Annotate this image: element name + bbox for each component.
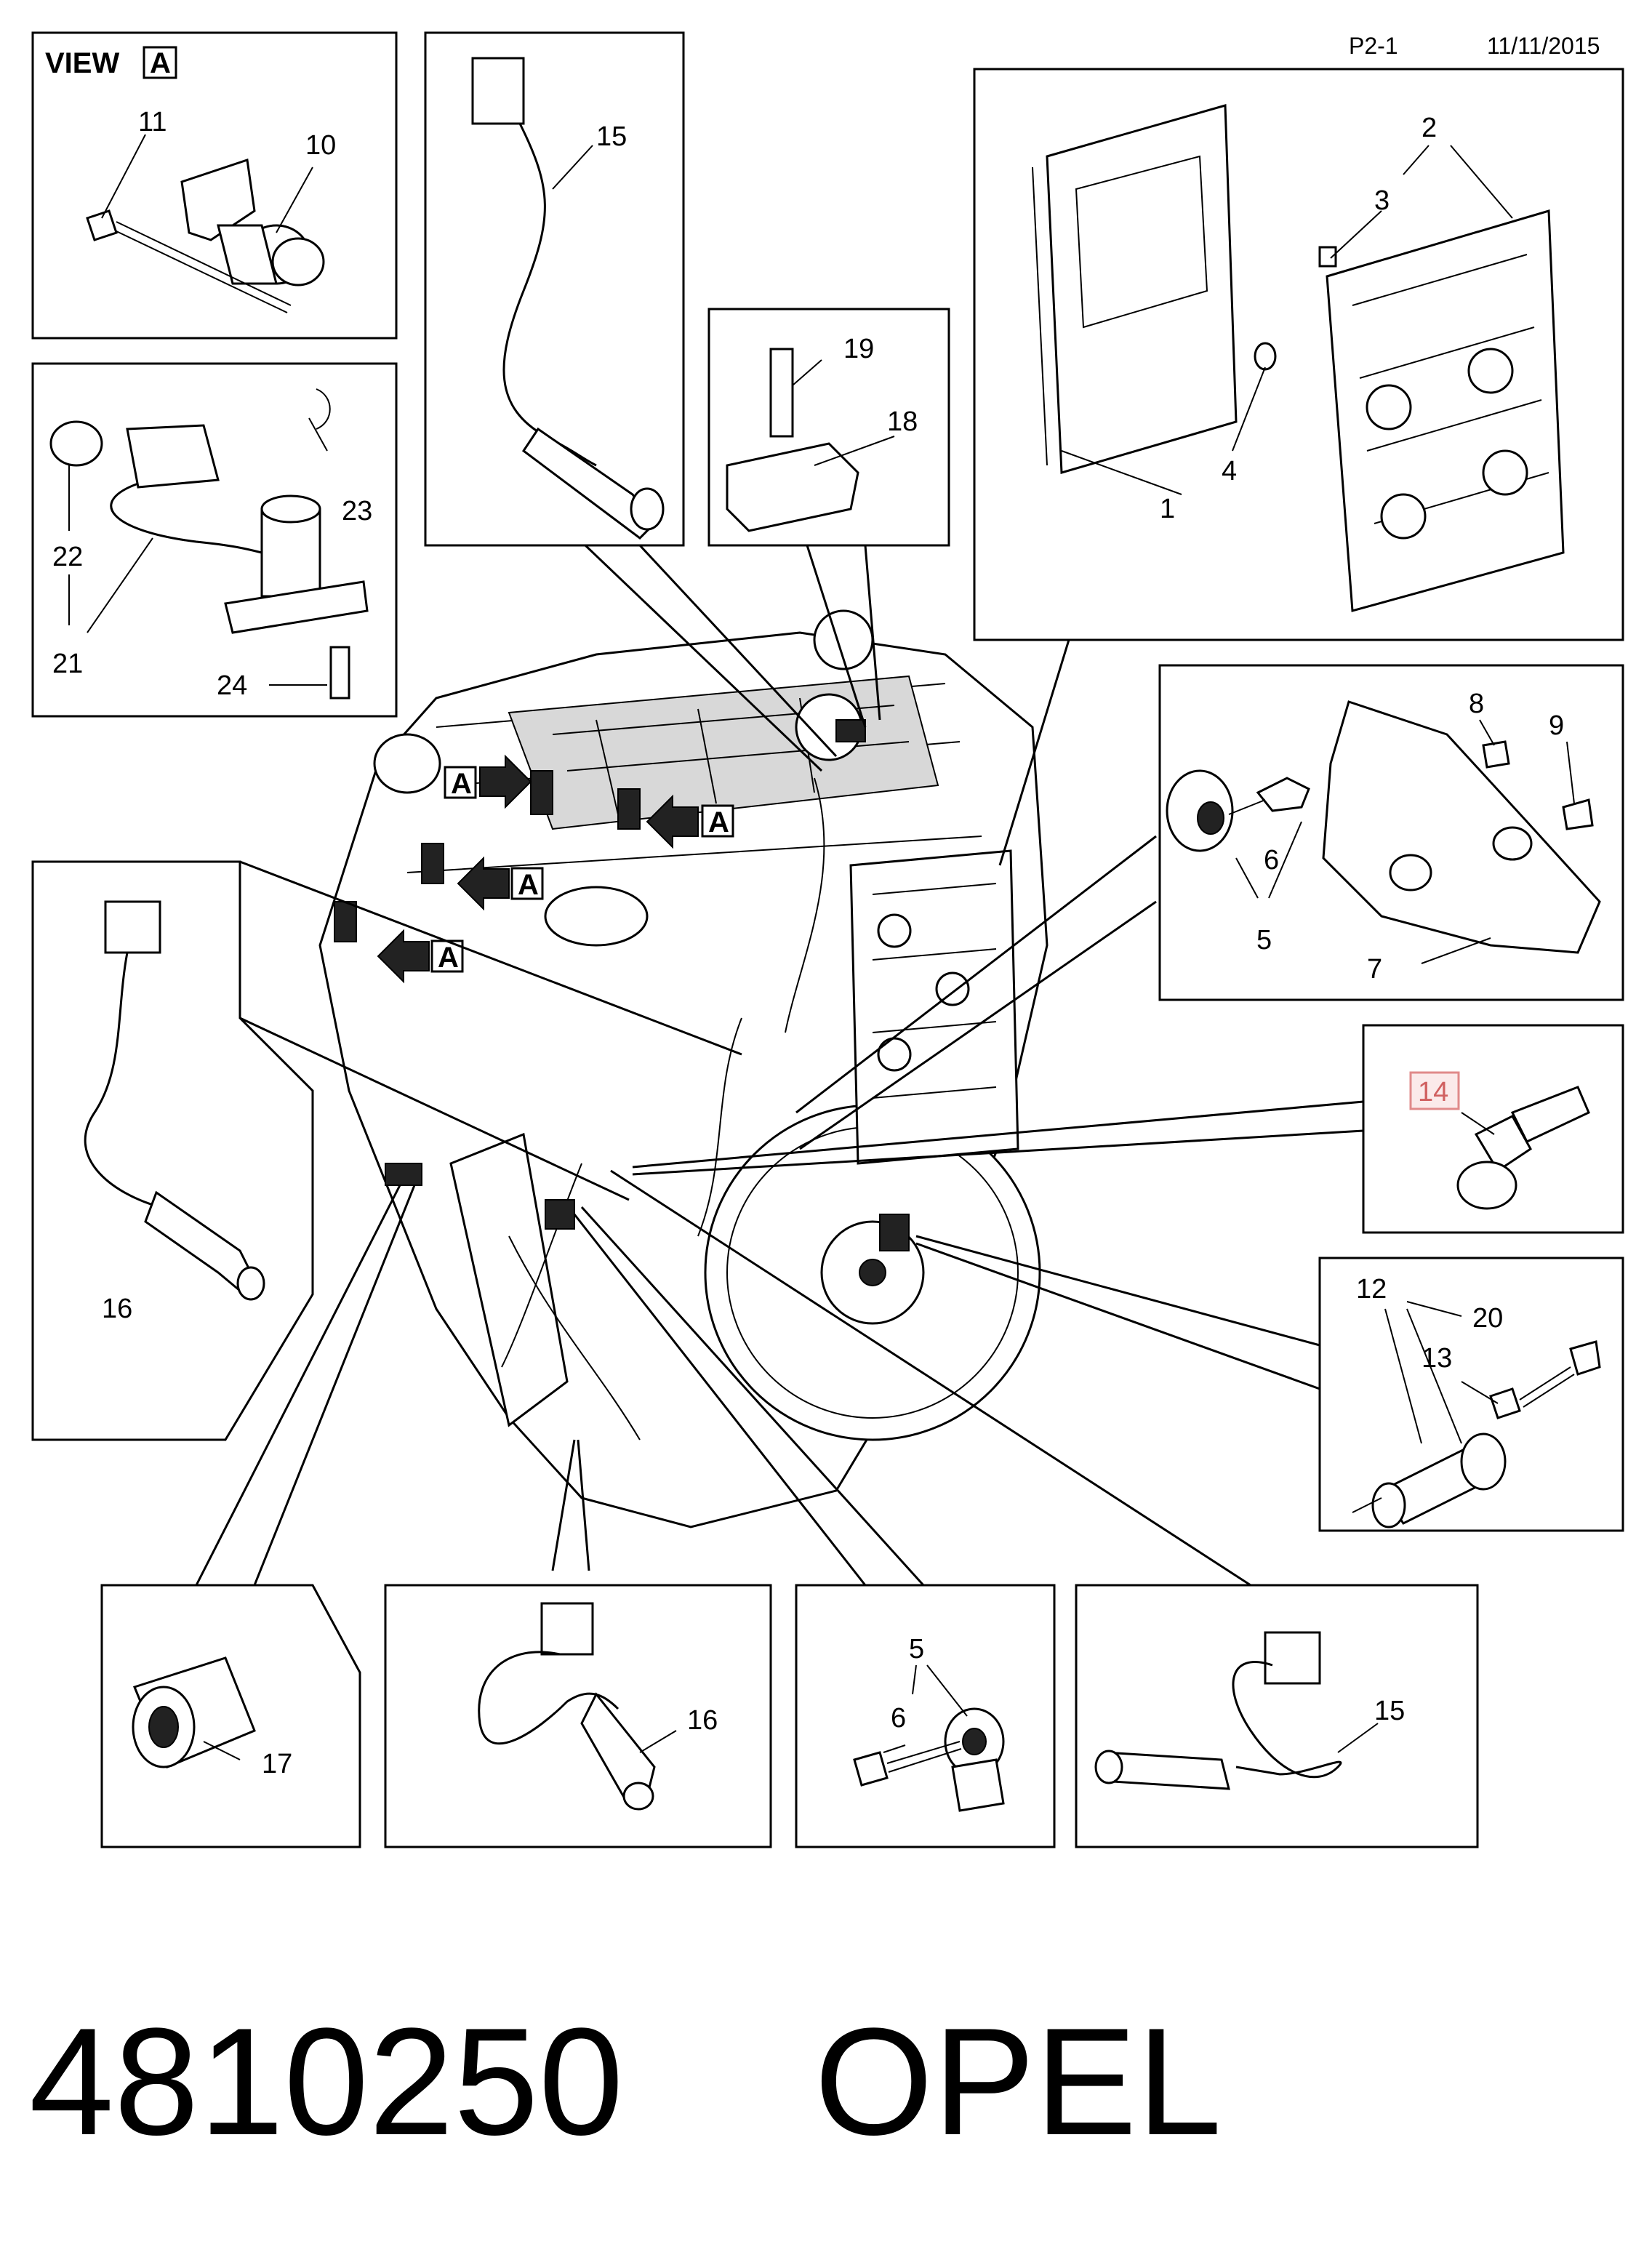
callout-7: 7 <box>1367 954 1382 985</box>
callout-2: 2 <box>1422 113 1437 143</box>
knock-sensor-bottom-box: 5 6 <box>795 1584 1056 1848</box>
ecm-box: 1 2 3 4 <box>973 68 1624 641</box>
page-reference: P2-1 <box>1349 33 1398 59</box>
callout-6-shield: 6 <box>1264 845 1279 875</box>
callout-10: 10 <box>305 130 336 161</box>
callout-16-bottom: 16 <box>687 1705 718 1736</box>
view-a-title: VIEW <box>45 47 119 79</box>
view-a-marker-3: A <box>457 856 544 911</box>
callout-14-highlight <box>1409 1071 1460 1110</box>
solenoid-box: 22 23 21 24 <box>31 362 398 718</box>
callout-12: 12 <box>1356 1274 1387 1305</box>
view-a-letter-4: A <box>438 942 459 974</box>
view-a-letter-1: A <box>451 768 472 800</box>
callout-14: 14 <box>1418 1077 1448 1107</box>
callout-4: 4 <box>1222 456 1237 486</box>
part-number: 4810250 <box>29 1996 624 2167</box>
knock-shield-box: 5 6 7 8 9 <box>1158 664 1624 1001</box>
view-a-marker-4: A <box>377 929 464 984</box>
bolt-part <box>86 209 292 313</box>
callout-22: 22 <box>52 542 83 572</box>
o2-sensor-15-bottom-box: 15 <box>1075 1584 1479 1848</box>
callout-5-bottom: 5 <box>909 1634 924 1664</box>
sensor-18-19-box: 19 18 <box>707 308 950 547</box>
callout-3: 3 <box>1374 185 1390 216</box>
view-a-letter-3: A <box>518 869 539 901</box>
o2-sensor-16-left-box: 16 <box>31 860 314 1441</box>
callout-5-shield: 5 <box>1256 925 1272 955</box>
diagram-date: 11/11/2015 <box>1487 33 1600 59</box>
view-a-letter-2: A <box>708 806 729 838</box>
callout-16-left: 16 <box>102 1294 132 1324</box>
callout-6-bottom: 6 <box>891 1703 906 1734</box>
callout-18: 18 <box>887 406 918 437</box>
callout-24: 24 <box>217 670 247 701</box>
callout-15-bottom: 15 <box>1374 1696 1405 1726</box>
sensor-17-box: 17 <box>100 1584 361 1848</box>
callout-11: 11 <box>138 107 167 137</box>
engine-assembly <box>318 609 1048 1528</box>
callout-23: 23 <box>342 496 372 526</box>
callout-9: 9 <box>1549 710 1564 741</box>
callout-13: 13 <box>1422 1343 1452 1374</box>
o2-sensor-15-box: 15 <box>424 31 685 547</box>
callout-19: 19 <box>843 334 874 364</box>
view-a-box: VIEW A 11 10 <box>31 31 398 340</box>
brand-name: OPEL <box>814 1996 1222 2167</box>
callout-17: 17 <box>262 1749 292 1779</box>
callout-20: 20 <box>1472 1303 1503 1334</box>
callout-1: 1 <box>1160 494 1175 524</box>
view-a-marker-2: A <box>646 794 734 849</box>
view-a-marker-1: A <box>444 754 532 809</box>
crank-sensor-box: 12 20 13 <box>1318 1257 1624 1532</box>
callout-8: 8 <box>1469 689 1484 719</box>
sensor-14-box: 14 <box>1362 1024 1624 1234</box>
view-a-title-letter: A <box>150 47 171 79</box>
cam-sensor-part <box>180 159 325 286</box>
callout-15-top: 15 <box>596 121 627 152</box>
o2-sensor-16-bottom-box: 16 <box>384 1584 772 1848</box>
callout-21: 21 <box>52 649 83 679</box>
